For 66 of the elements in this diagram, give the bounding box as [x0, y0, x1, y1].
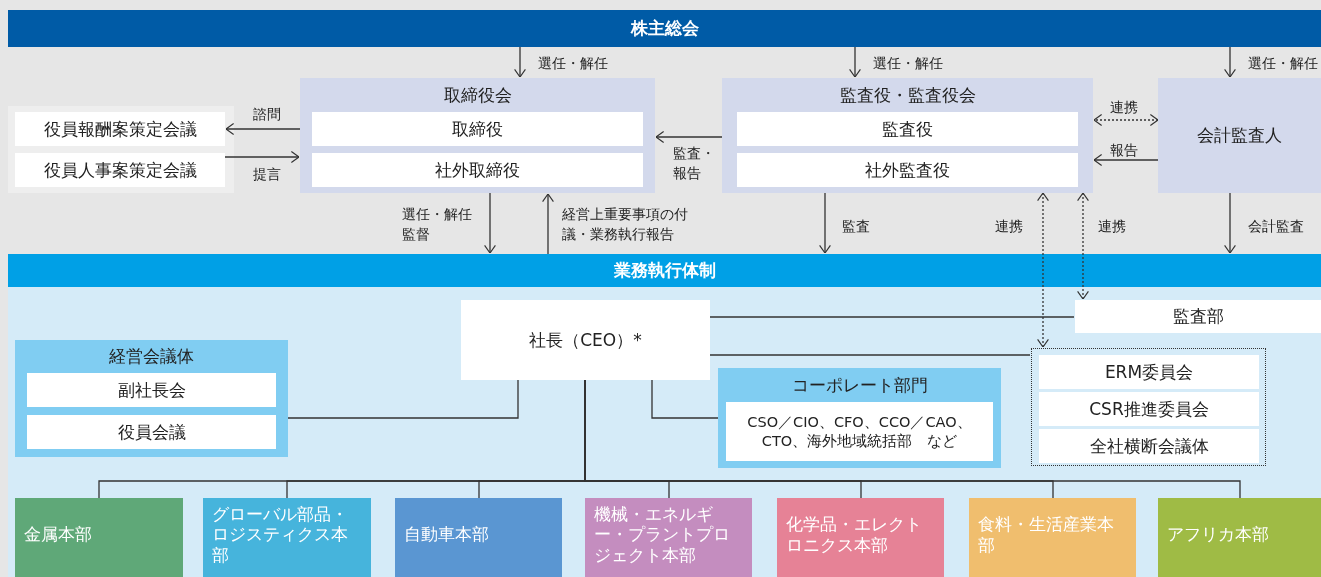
arrow — [1037, 192, 1049, 348]
arrow — [1077, 192, 1089, 300]
division-box: 化学品・エレクトロニクス本部 — [777, 498, 944, 577]
dotted-frame — [1031, 348, 1266, 466]
arrow — [1224, 46, 1236, 78]
committee-box: 全社横断会議体 — [1039, 429, 1259, 463]
panel-title: 経営会議体 — [108, 345, 195, 368]
committee-box: CSR推進委員会 — [1039, 392, 1259, 426]
arrow — [655, 131, 723, 143]
arrow — [484, 192, 496, 254]
section-header: 業務執行体制 — [8, 254, 1321, 287]
group-panel — [718, 368, 1001, 468]
member-box: 取締役 — [312, 112, 643, 146]
edge-label: 報告 — [1110, 141, 1138, 160]
division-box: 自動車本部 — [395, 498, 562, 577]
committee-box: 役員報酬案策定会議 — [15, 112, 225, 146]
panel-title: 監査役・監査役会 — [838, 83, 977, 107]
officer-box: CSO／CIO、CFO、CCO／CAO、CTO、海外地域統括部 など — [726, 402, 993, 461]
board-panel — [300, 78, 655, 193]
edge-label: 連携 — [1110, 98, 1138, 117]
header-band: 株主総会 — [8, 10, 1321, 47]
section-panel — [8, 254, 1321, 577]
connector-line — [287, 379, 519, 419]
edge-label: 連携 — [995, 217, 1023, 236]
edge-label: 選任・解任 — [538, 54, 608, 73]
connector-line — [709, 354, 1031, 356]
group-panel — [15, 340, 288, 457]
arrow — [224, 151, 300, 163]
edge-label: 提言 — [253, 165, 281, 184]
division-box: 機械・エネルギー・プラントプロジェクト本部 — [585, 498, 752, 577]
committee-box: ERM委員会 — [1039, 355, 1259, 389]
division-box: 食料・生活産業本部 — [969, 498, 1136, 577]
edge-label: 監査 — [842, 217, 870, 236]
edge-label: 連携 — [1098, 217, 1126, 236]
member-box: 監査役 — [737, 112, 1078, 146]
auditor-box: 会計監査人 — [1158, 78, 1321, 193]
arrow — [1224, 192, 1236, 254]
edge-label: 経営上重要事項の付議・業務執行報告 — [562, 205, 689, 245]
arrow — [1093, 154, 1159, 166]
connector-line — [709, 316, 1075, 318]
board-panel — [722, 78, 1093, 193]
division-box: 金属本部 — [15, 498, 183, 577]
connector-line — [651, 379, 719, 419]
edge-label: 選任・解任監督 — [402, 205, 473, 245]
meeting-box: 役員会議 — [27, 415, 276, 449]
edge-label: 諮問 — [253, 105, 281, 124]
arrow — [819, 192, 831, 254]
committee-box: 役員人事案策定会議 — [15, 153, 225, 187]
edge-label: 選任・解任 — [873, 54, 943, 73]
meeting-box: 副社長会 — [27, 373, 276, 407]
arrow — [225, 123, 301, 135]
edge-label: 会計監査 — [1248, 217, 1304, 236]
ceo-box: 社長（CEO）* — [461, 300, 710, 380]
division-box: アフリカ本部 — [1158, 498, 1321, 577]
arrow — [849, 46, 861, 78]
edge-label: 監査・報告 — [673, 144, 716, 184]
division-box: グローバル部品・ロジスティクス本部 — [203, 498, 371, 577]
member-box: 社外監査役 — [737, 153, 1078, 187]
member-box: 社外取締役 — [312, 153, 643, 187]
arrow — [1093, 114, 1159, 126]
edge-label: 選任・解任 — [1248, 54, 1318, 73]
arrow — [542, 193, 554, 255]
panel-title: 取締役会 — [442, 83, 513, 107]
department-box: 監査部 — [1075, 300, 1321, 333]
arrow — [514, 46, 526, 78]
panel-title: コーポレート部門 — [790, 373, 929, 397]
